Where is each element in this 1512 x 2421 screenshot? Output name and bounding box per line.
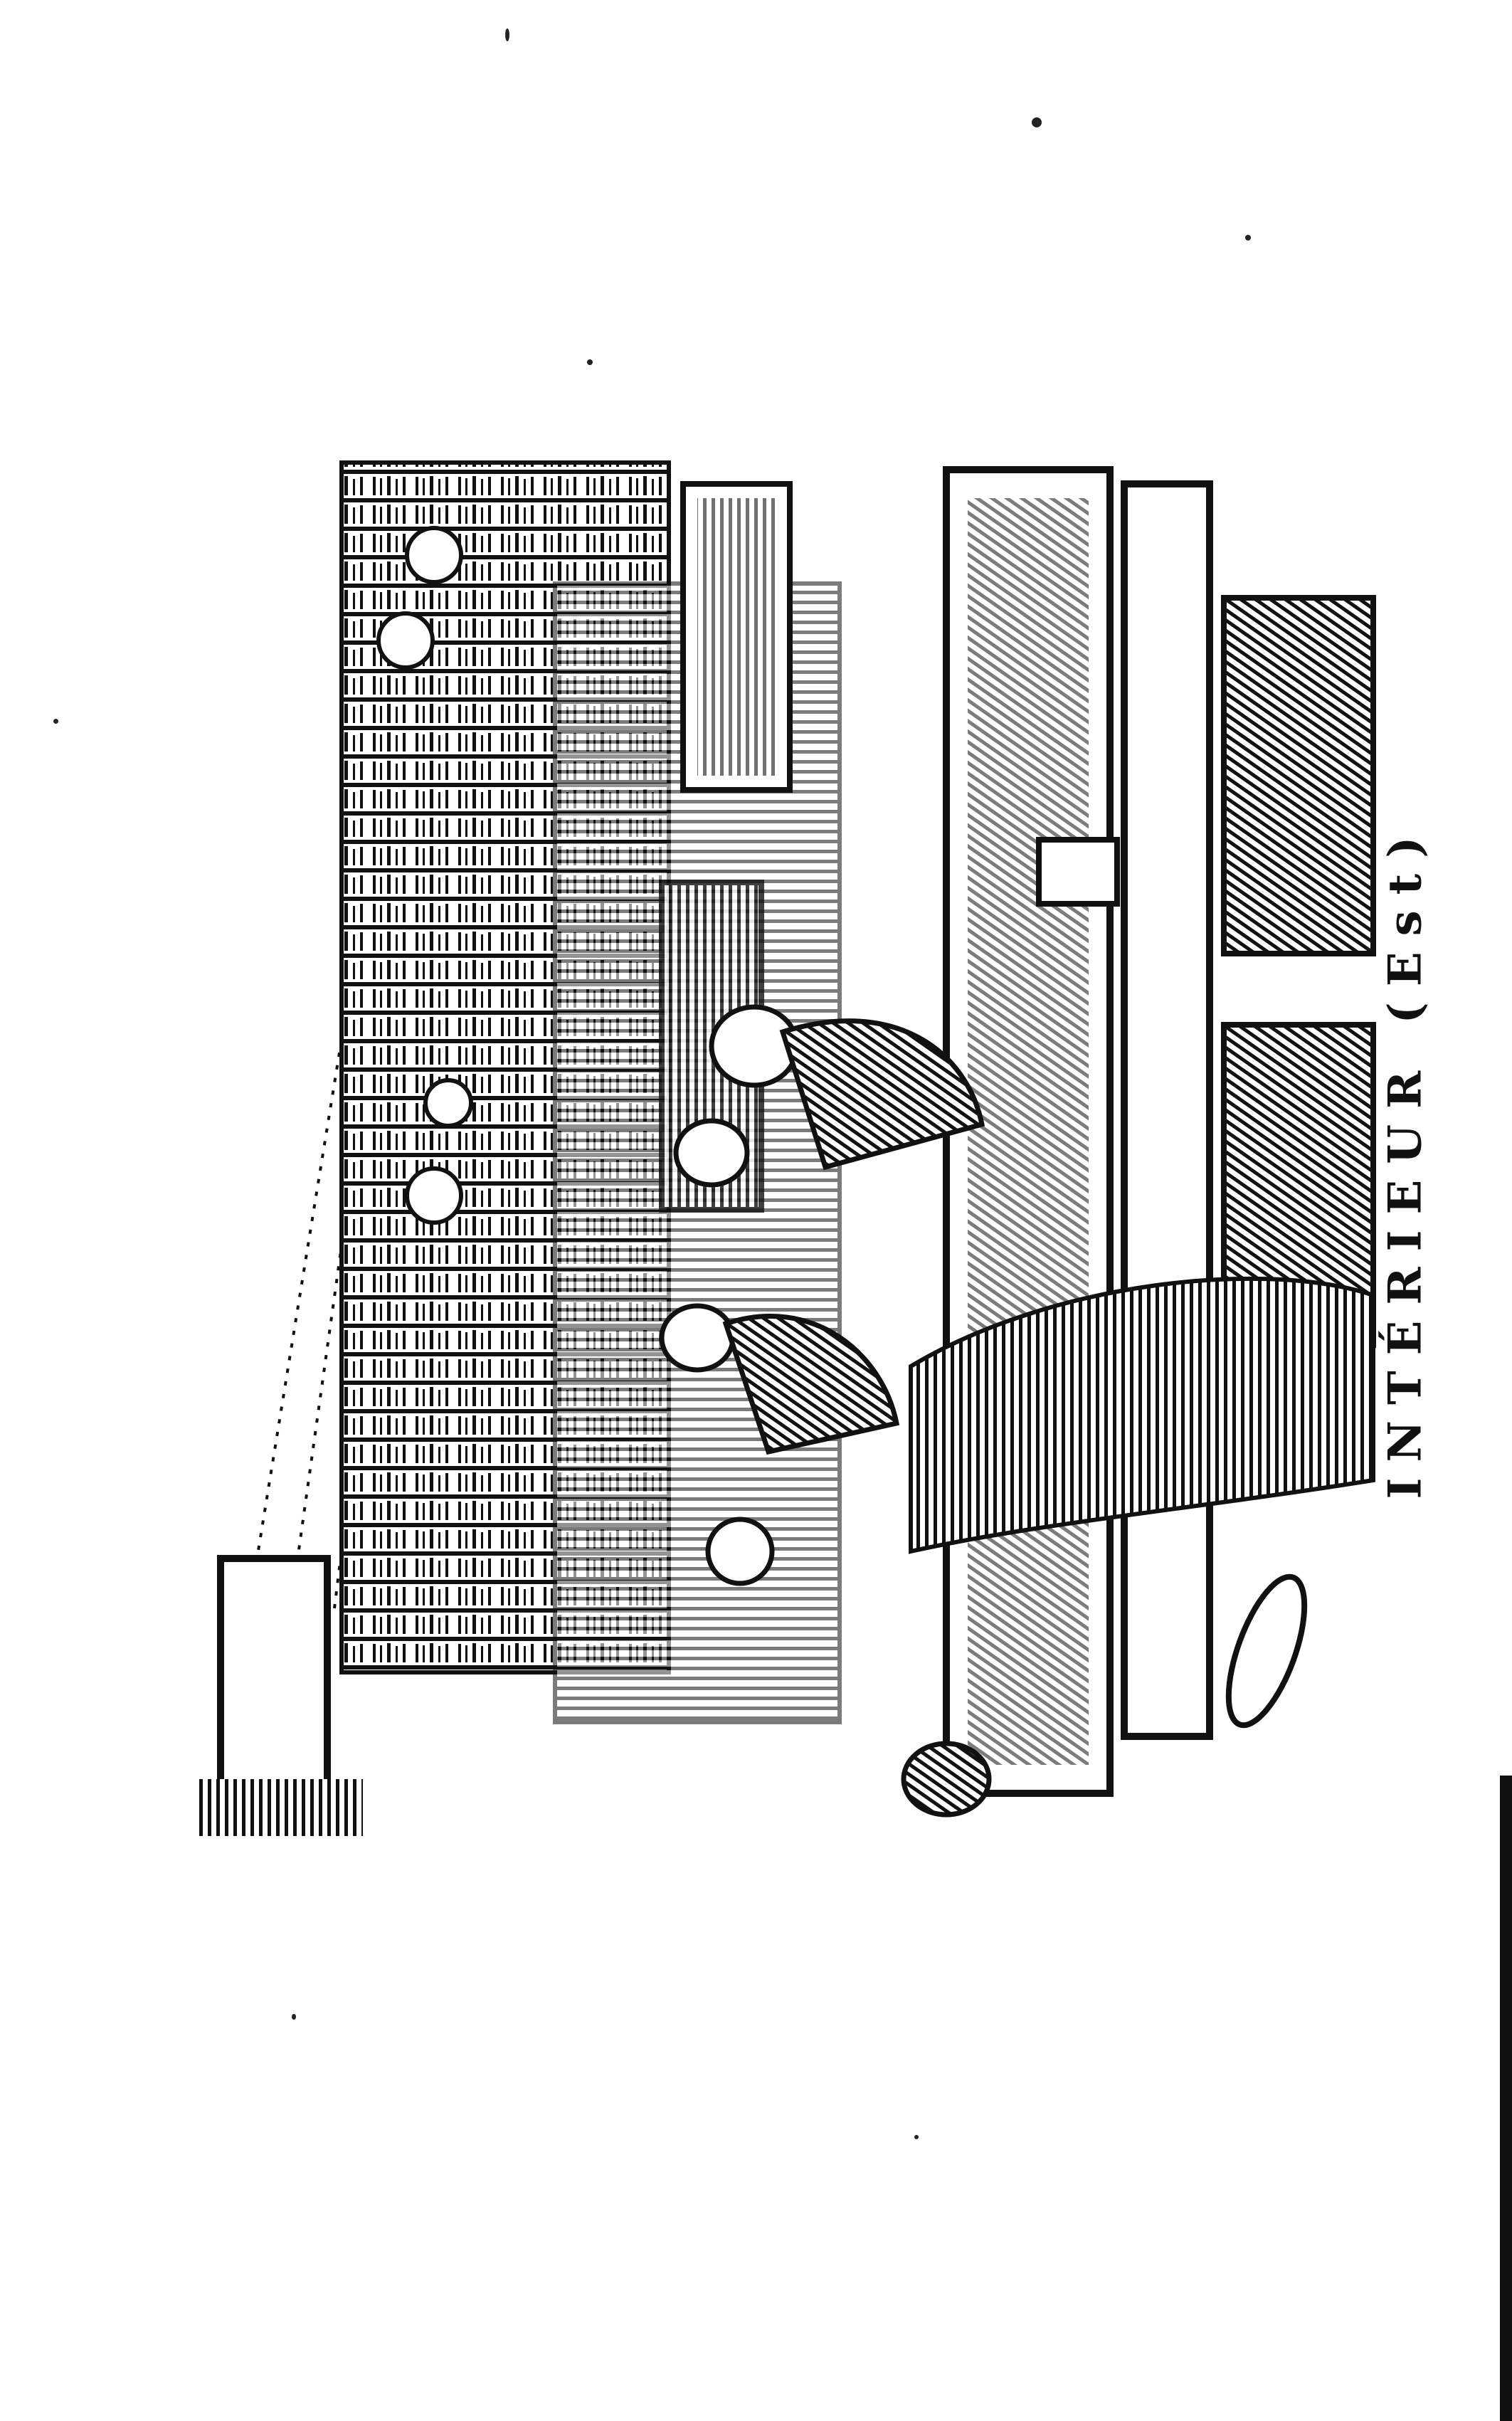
scan-speck [1032,117,1042,127]
scan-speck [587,359,593,365]
scan-speck [292,2014,296,2020]
scan-speck [914,2135,919,2139]
scan-speck [505,28,509,41]
plate-caption: INTÉRIEUR (Est) [1378,821,1432,1499]
engraving-interior-illustration [199,460,1376,1836]
scan-speck [1245,235,1251,241]
scan-edge-border [1500,1776,1512,2421]
scan-speck [53,719,58,724]
